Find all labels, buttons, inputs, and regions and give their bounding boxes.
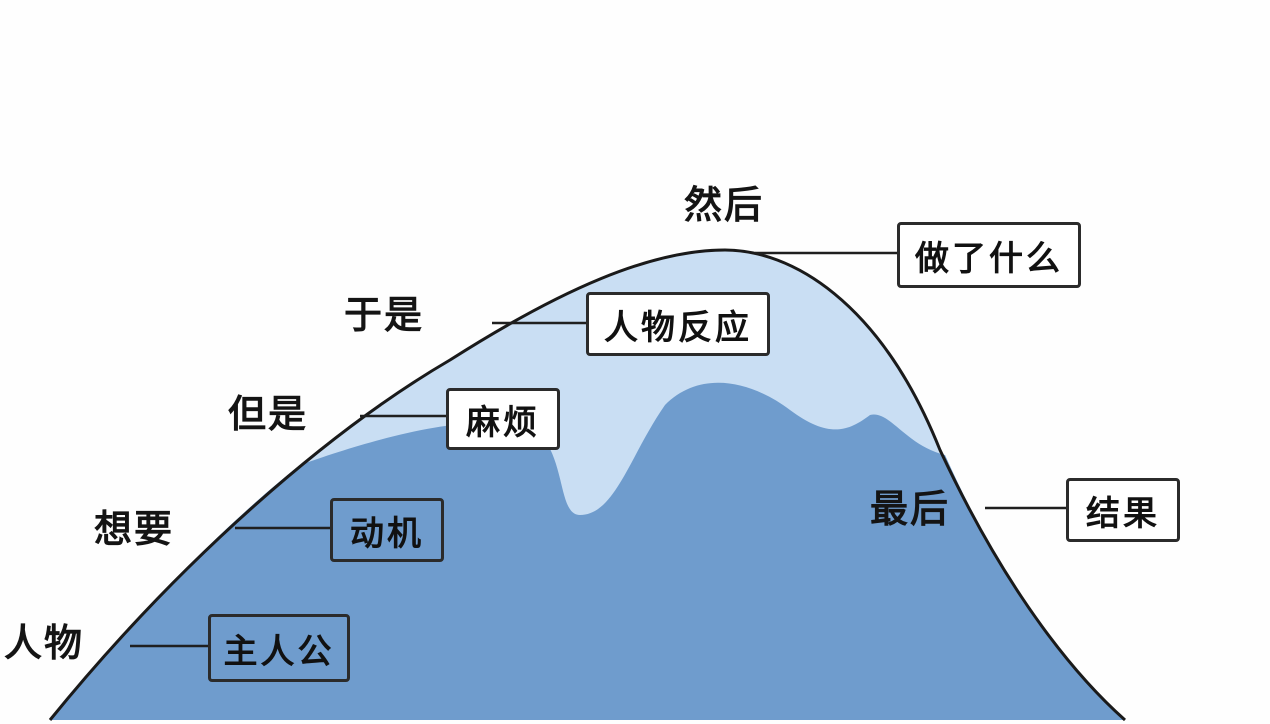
stage-label-5: 然后	[684, 183, 765, 227]
stage-box-3: 麻烦	[446, 388, 560, 450]
stage-label-2: 想要	[94, 507, 175, 551]
mountain-outline	[48, 248, 1126, 722]
stage-box-4: 人物反应	[586, 292, 770, 356]
stage-label-1: 人物	[4, 621, 85, 665]
stage-box-2: 动机	[330, 498, 444, 562]
stage-label-4: 于是	[344, 293, 425, 337]
stage-box-1: 主人公	[208, 614, 350, 682]
stage-label-6: 最后	[870, 487, 951, 531]
stage-box-6: 结果	[1066, 478, 1180, 542]
stage-label-3: 但是	[228, 392, 309, 436]
stage-box-5: 做了什么	[897, 222, 1081, 288]
